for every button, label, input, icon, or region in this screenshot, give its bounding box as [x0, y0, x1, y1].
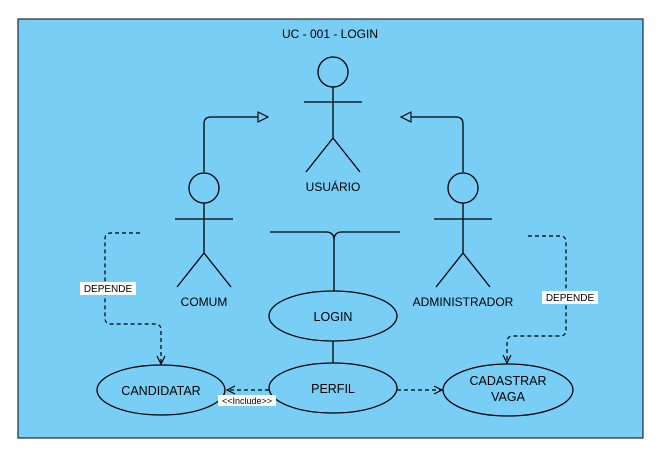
- depende-right-label-bg: [542, 291, 598, 304]
- use-case-perfil-label: PERFIL: [311, 382, 355, 396]
- generalization-administrador-usuario: [401, 117, 464, 172]
- actor-comum[interactable]: [175, 172, 233, 288]
- dependency-comum-candidatar: [104, 232, 161, 364]
- include-label-bg: [218, 395, 276, 406]
- actor-usuario[interactable]: [304, 56, 362, 173]
- use-case-candidatar-label: CANDIDATAR: [121, 384, 200, 398]
- actor-comum-label: COMUM: [181, 295, 228, 309]
- use-case-candidatar[interactable]: [96, 364, 226, 416]
- depende-left-label-bg: [80, 282, 136, 295]
- actor-administrador[interactable]: [434, 172, 492, 288]
- depende-left-label: DEPENDE: [84, 284, 133, 295]
- generalization-comum-usuario: [203, 117, 268, 172]
- use-case-cadastrar-vaga-label-2: VAGA: [491, 390, 525, 404]
- depende-right-label: DEPENDE: [546, 293, 595, 304]
- dependency-administrador-cadastrar-vaga: [507, 235, 567, 363]
- diagram-title: UC - 001 - LOGIN: [282, 27, 378, 41]
- use-case-perfil[interactable]: [268, 362, 398, 414]
- actor-usuario-label: USUÁRIO: [306, 179, 361, 194]
- use-case-cadastrar-vaga[interactable]: [442, 363, 574, 417]
- use-case-login-label: LOGIN: [314, 310, 353, 324]
- use-case-cadastrar-vaga-label-1: CADASTRAR: [469, 374, 546, 388]
- actor-administrador-label: ADMINISTRADOR: [413, 295, 514, 309]
- include-label: <<Include>>: [222, 396, 272, 406]
